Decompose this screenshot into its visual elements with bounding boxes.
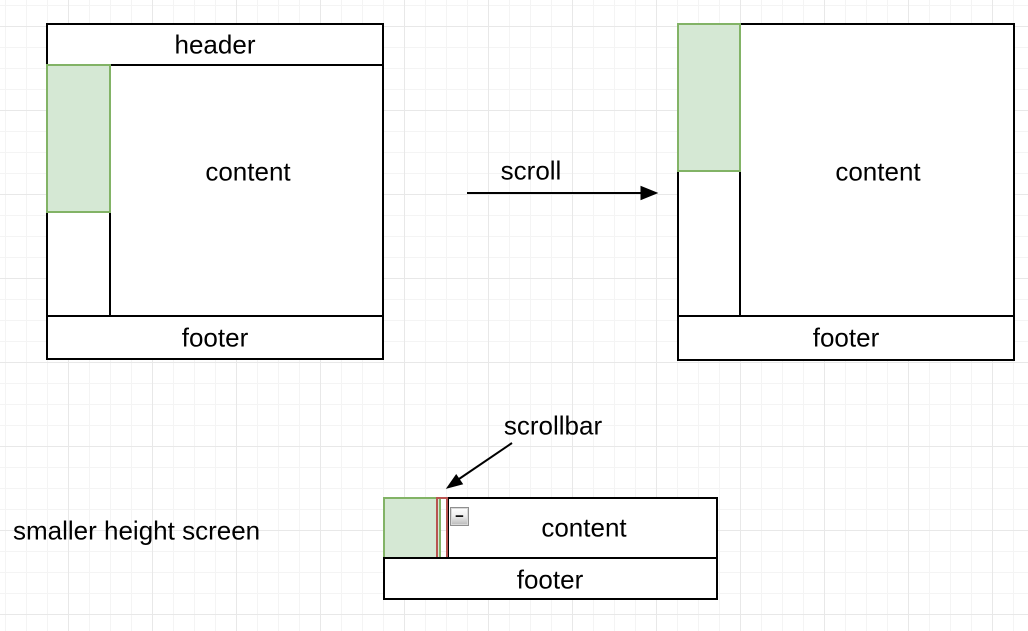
small-content-box[interactable] bbox=[447, 497, 718, 559]
before-footer-box[interactable] bbox=[46, 315, 384, 360]
scrollbar-callout-label[interactable]: scrollbar bbox=[503, 410, 603, 441]
small-footer-box[interactable] bbox=[383, 557, 718, 600]
after-footer-box[interactable] bbox=[677, 315, 1015, 361]
after-green-viewport-panel[interactable] bbox=[677, 23, 741, 172]
scroll-arrow-label: scroll bbox=[500, 155, 562, 186]
before-green-viewport-panel[interactable] bbox=[46, 64, 111, 213]
after-footer-label: footer bbox=[812, 322, 880, 353]
after-content-label: content bbox=[835, 156, 921, 187]
scroll-arrow[interactable] bbox=[467, 185, 659, 201]
scrollbar-callout-arrow[interactable] bbox=[445, 442, 513, 489]
small-green-viewport-panel[interactable] bbox=[383, 497, 441, 559]
before-header-label: header bbox=[174, 29, 256, 60]
collapse-button[interactable]: − bbox=[450, 507, 469, 526]
scrollbar-strip[interactable] bbox=[436, 497, 448, 559]
before-footer-label: footer bbox=[181, 322, 249, 353]
small-content-label: content bbox=[541, 512, 627, 543]
collapse-minus-icon: − bbox=[455, 508, 464, 525]
caption-smaller-height-screen[interactable]: smaller height screen bbox=[13, 515, 261, 546]
small-footer-label: footer bbox=[516, 564, 584, 595]
before-content-label: content bbox=[205, 156, 291, 187]
